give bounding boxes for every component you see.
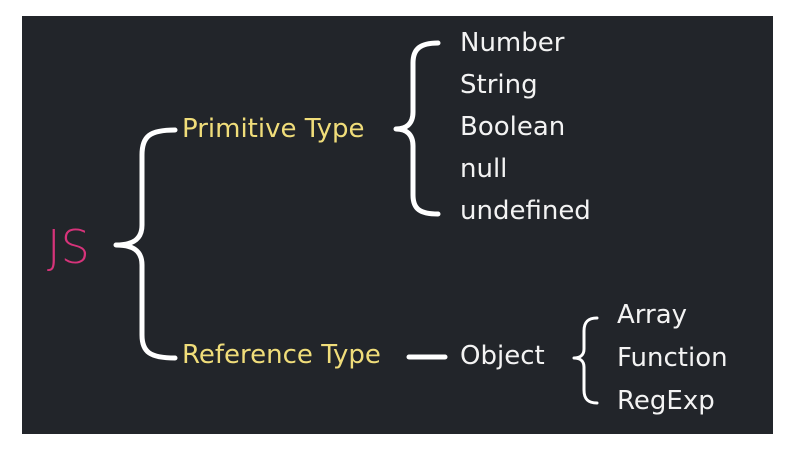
- category-reference-type: Reference Type: [182, 340, 381, 370]
- object-item-array: Array: [617, 300, 688, 330]
- object-item-regexp: RegExp: [617, 386, 715, 416]
- primitive-brace: [393, 40, 441, 217]
- diagram-panel: [22, 16, 773, 434]
- root-brace: [113, 127, 178, 361]
- primitive-item-boolean: Boolean: [460, 112, 566, 142]
- root-label-js: JS: [47, 220, 90, 274]
- object-brace: [572, 316, 599, 405]
- category-primitive-type: Primitive Type: [182, 114, 365, 144]
- reference-item-object: Object: [460, 341, 545, 371]
- primitive-item-number: Number: [460, 28, 565, 58]
- primitive-item-string: String: [460, 70, 538, 100]
- primitive-item-undefined: undefined: [460, 196, 591, 226]
- primitive-item-null: null: [460, 154, 508, 184]
- object-item-function: Function: [617, 343, 728, 373]
